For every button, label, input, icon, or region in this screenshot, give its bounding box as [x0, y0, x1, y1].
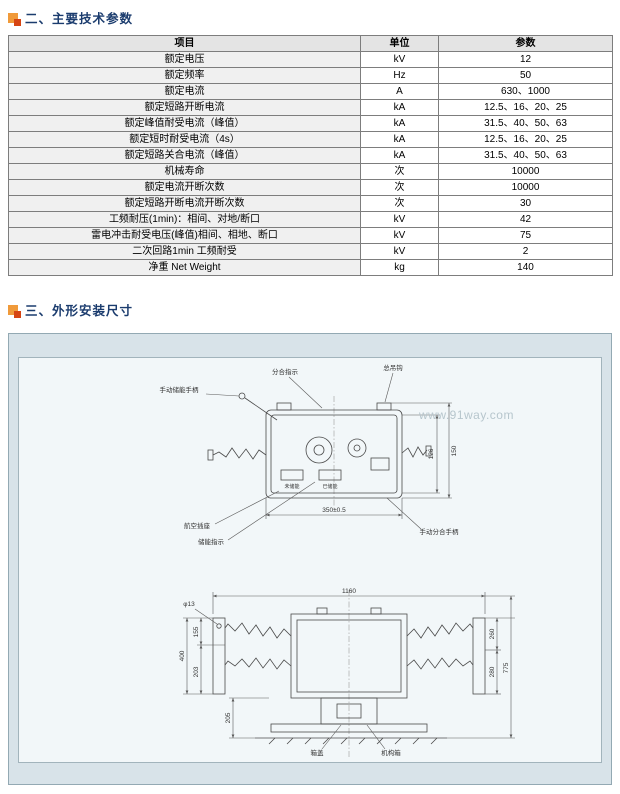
table-header-value: 参数 — [438, 35, 613, 52]
table-cell-unit: kV — [360, 227, 439, 244]
drawing-panel: 350±0.5 126 150 分合指示 总吊钩 手 — [8, 333, 612, 785]
table-cell-item: 额定短路开断电流开断次数 — [8, 195, 361, 212]
table-cell-item: 额定短路开断电流 — [8, 99, 361, 116]
table-cell-unit: A — [360, 83, 439, 100]
table-cell-value: 30 — [438, 195, 613, 212]
dim-203: 203 — [193, 666, 200, 677]
table-cell-unit: kV — [360, 211, 439, 228]
table-cell-unit: Hz — [360, 67, 439, 84]
label-lifting-hook: 总吊钩 — [383, 363, 403, 372]
dim-400: 400 — [179, 650, 186, 661]
table-cell-value: 10000 — [438, 163, 613, 180]
table-cell-value: 12.5、16、20、25 — [438, 131, 613, 148]
section-bullet-icon — [8, 304, 21, 318]
table-cell-unit: kA — [360, 131, 439, 148]
label-not-charged: 未储能 — [284, 483, 299, 490]
table-cell-unit: 次 — [360, 163, 439, 180]
table-cell-item: 额定频率 — [8, 67, 361, 84]
table-cell-unit: kg — [360, 259, 439, 276]
label-manual-switch-handle: 手动分合手柄 — [420, 527, 460, 536]
label-charge-indicator: 储能指示 — [198, 537, 225, 546]
table-cell-value: 12 — [438, 51, 613, 68]
table-cell-value: 10000 — [438, 179, 613, 196]
label-aviation-socket: 航空插座 — [184, 521, 211, 530]
table-cell-value: 42 — [438, 211, 613, 228]
section-header-dimensions: 三、外形安装尺寸 — [8, 302, 612, 318]
watermark-text: www.91way.com — [419, 408, 514, 422]
section-title-dimensions: 三、外形安装尺寸 — [25, 304, 134, 318]
dim-1160: 1160 — [342, 588, 356, 595]
table-cell-item: 机械寿命 — [8, 163, 361, 180]
label-charged: 已储能 — [322, 483, 337, 490]
section-header-tech-params: 二、主要技术参数 — [8, 10, 612, 26]
dim-155: 155 — [193, 626, 200, 637]
dim-150: 150 — [451, 445, 458, 456]
table-cell-unit: kA — [360, 99, 439, 116]
section-bullet-icon — [8, 12, 21, 26]
table-header-unit: 单位 — [360, 35, 439, 52]
table-header-item: 项目 — [8, 35, 361, 52]
dim-205: 205 — [225, 712, 232, 723]
table-header-row: 项目 单位 参数 — [8, 35, 613, 52]
table-cell-value: 2 — [438, 243, 613, 260]
table-cell-unit: kV — [360, 51, 439, 68]
table-cell-unit: kV — [360, 243, 439, 260]
dim-350: 350±0.5 — [322, 507, 346, 514]
top-view-drawing: 350±0.5 126 150 分合指示 总吊钩 手 — [160, 363, 460, 546]
table-cell-item: 额定电流开断次数 — [8, 179, 361, 196]
dim-280: 280 — [489, 666, 496, 677]
dim-126: 126 — [428, 448, 435, 459]
label-mechanism-box: 机构箱 — [381, 748, 401, 757]
drawing-sheet: 350±0.5 126 150 分合指示 总吊钩 手 — [18, 357, 602, 763]
label-box-cover: 箱盖 — [311, 748, 325, 757]
table-cell-value: 31.5、40、50、63 — [438, 147, 613, 164]
table-cell-item: 额定峰值耐受电流（峰值） — [8, 115, 361, 132]
table-cell-item: 净重 Net Weight — [8, 259, 361, 276]
table-cell-value: 75 — [438, 227, 613, 244]
label-manual-charge-handle: 手动储能手柄 — [160, 385, 200, 394]
table-cell-item: 额定短时耐受电流（4s） — [8, 131, 361, 148]
label-open-close-indicator: 分合指示 — [272, 367, 299, 376]
section-title-tech-params: 二、主要技术参数 — [25, 12, 134, 26]
table-cell-value: 12.5、16、20、25 — [438, 99, 613, 116]
table-cell-item: 雷电冲击耐受电压(峰值)相间、相地、断口 — [8, 227, 361, 244]
table-cell-unit: kA — [360, 147, 439, 164]
table-cell-item: 额定电流 — [8, 83, 361, 100]
table-cell-value: 630、1000 — [438, 83, 613, 100]
table-cell-item: 工频耐压(1min)：相间、对地/断口 — [8, 211, 361, 228]
table-cell-item: 额定短路关合电流（峰值） — [8, 147, 361, 164]
table-cell-item: 额定电压 — [8, 51, 361, 68]
table-cell-unit: 次 — [360, 195, 439, 212]
installation-drawing: 350±0.5 126 150 分合指示 总吊钩 手 — [160, 363, 515, 758]
table-cell-unit: 次 — [360, 179, 439, 196]
table-cell-item: 二次回路1min 工频耐受 — [8, 243, 361, 260]
table-cell-value: 31.5、40、50、63 — [438, 115, 613, 132]
dim-hole-13: φ13 — [183, 601, 195, 608]
dim-775: 775 — [503, 662, 510, 673]
front-view-drawing: 1160 φ13 155 400 203 — [179, 588, 515, 758]
table-cell-unit: kA — [360, 115, 439, 132]
table-cell-value: 140 — [438, 259, 613, 276]
table-cell-value: 50 — [438, 67, 613, 84]
dim-260: 260 — [489, 628, 496, 639]
